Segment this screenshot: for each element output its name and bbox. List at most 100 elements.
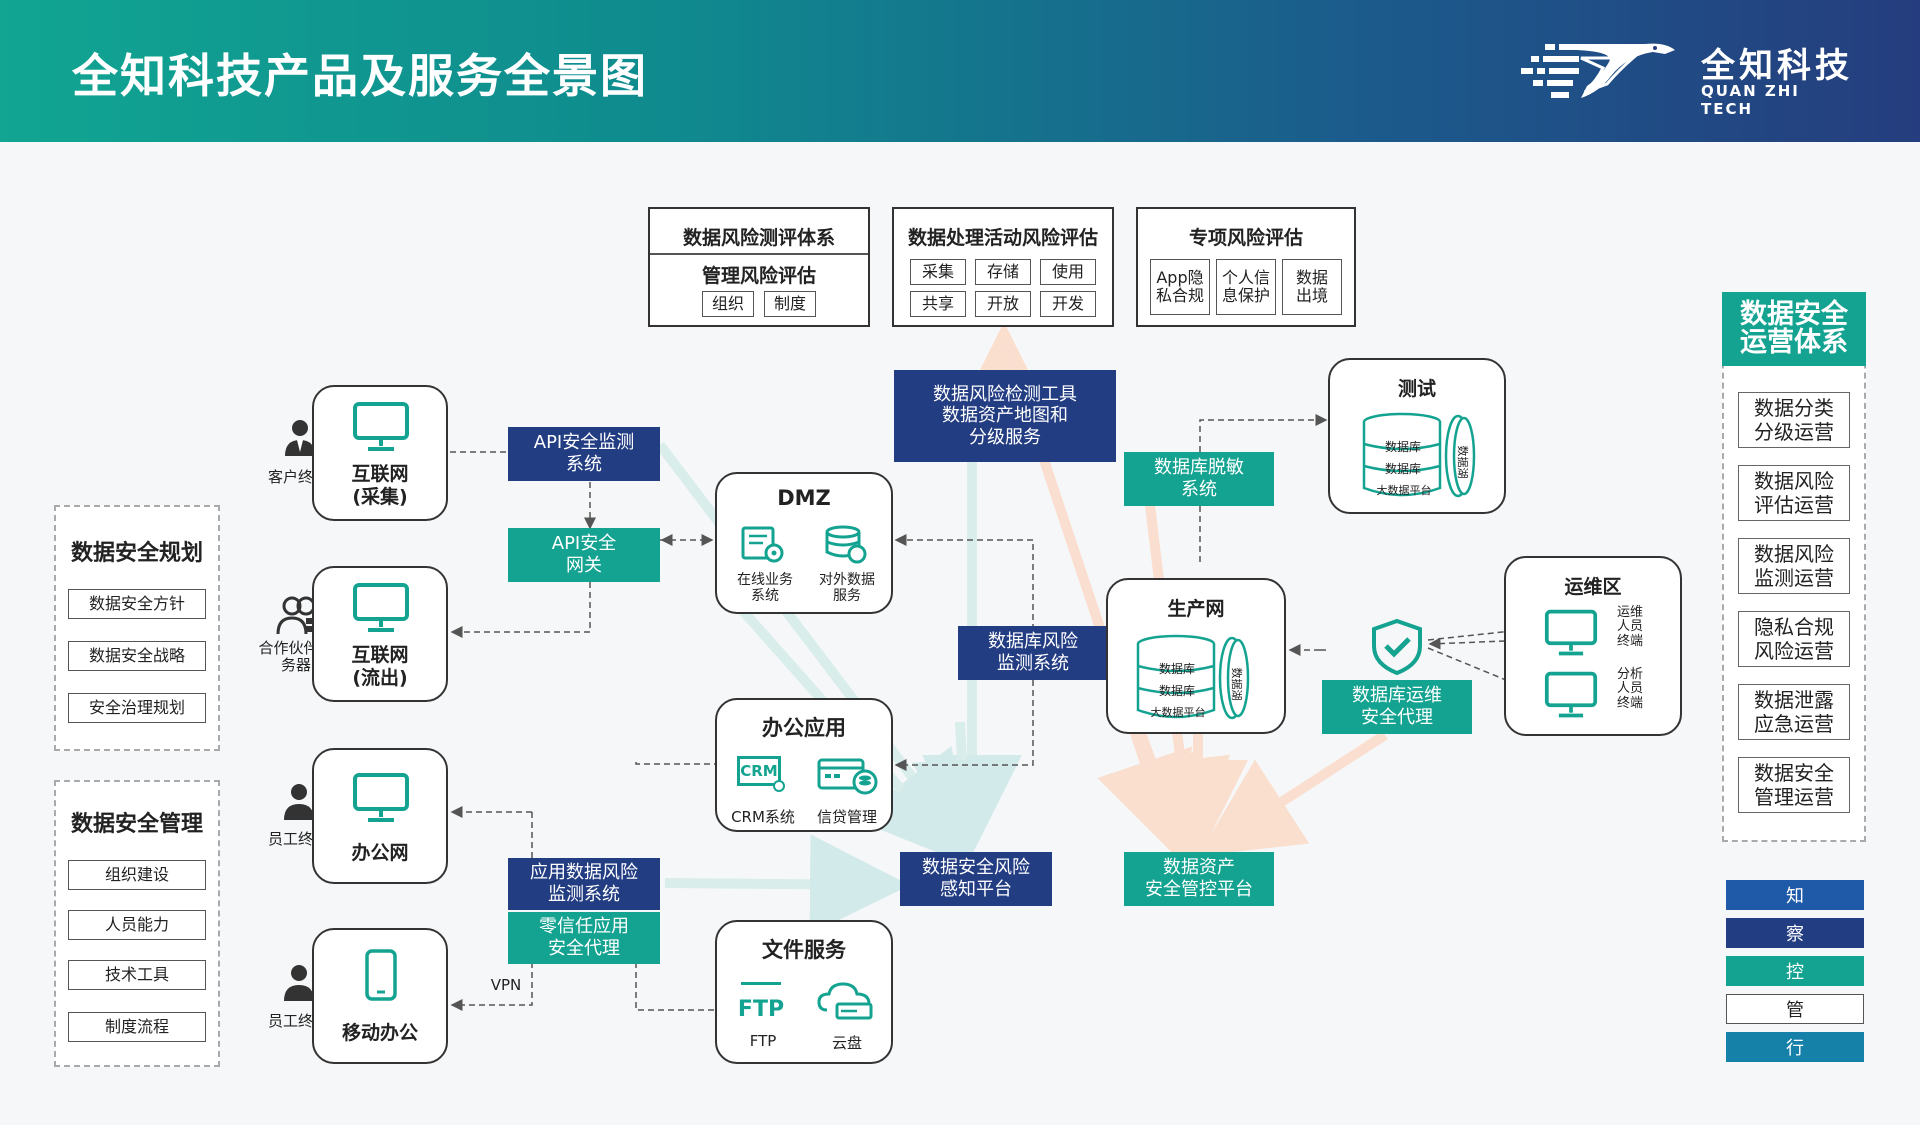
database-stack-icon	[1360, 412, 1480, 502]
cloud-disk-label: 云盘	[831, 1034, 862, 1052]
credit-mgmt-label: 信贷管理	[816, 808, 877, 826]
eval-item-use: 使用	[1040, 259, 1096, 285]
db-ops-proxy-product: 数据库运维 安全代理	[1322, 680, 1472, 734]
ops-item-classification: 数据分类 分级运营	[1738, 392, 1850, 448]
file-service-zone: 文件服务 FTP FTP 云盘	[715, 920, 893, 1064]
online-service-label: 在线业务 系统	[737, 572, 793, 605]
legend-xing: 行	[1726, 1032, 1864, 1062]
ops-zone: 运维区 运维 人员 终端 分析 人员 终端	[1504, 556, 1682, 736]
cloud-drive-icon	[817, 982, 873, 1020]
risk-eval-system-title: 数据风险测评体系	[682, 227, 835, 249]
monitor-icon	[353, 402, 409, 451]
planning-title: 数据安全规划	[70, 541, 203, 566]
ops-item-risk-eval: 数据风险 评估运营	[1738, 465, 1850, 521]
divider	[650, 253, 868, 255]
db-label-2: 数据库	[1384, 462, 1421, 476]
monitor-icon	[1544, 671, 1598, 718]
zero-trust-proxy-product: 零信任应用 安全代理	[508, 912, 660, 964]
eval-item-cross-border: 数据 出境	[1282, 259, 1342, 315]
internet-collect-label: 互联网 (采集)	[351, 463, 409, 508]
dmz-zone: DMZ 在线业务 系统 对外数据 服务	[715, 472, 893, 614]
mgmt-item-people: 人员能力	[68, 910, 206, 940]
ftp-icon: FTP	[738, 982, 785, 1022]
eval-item-personal-info: 个人信 息保护	[1216, 259, 1276, 315]
operations-title: 数据安全 运营体系	[1722, 292, 1866, 366]
processing-eval-box: 数据处理活动风险评估 采集 存储 使用 共享 开放 开发	[892, 207, 1114, 327]
ops-item-leak-response: 数据泄露 应急运营	[1738, 684, 1850, 740]
eval-item-store: 存储	[975, 259, 1031, 285]
internet-out-node: 互联网 (流出)	[312, 566, 448, 702]
db-risk-monitor-product: 数据库风险 监测系统	[958, 626, 1108, 680]
eagle-logo-icon	[1521, 43, 1675, 98]
bigdata-label: 大数据平台	[1376, 484, 1432, 497]
page-title: 全知科技产品及服务全景图	[72, 49, 648, 103]
online-service-icon	[741, 526, 784, 563]
legend-zhi: 知	[1726, 880, 1864, 910]
employee-person-icon-2	[282, 963, 316, 1001]
internet-out-label: 互联网 (流出)	[351, 644, 409, 689]
monitor-icon	[353, 583, 409, 632]
employee-person-icon	[282, 782, 316, 820]
eval-item-develop: 开发	[1040, 291, 1096, 317]
database-stack-icon	[1134, 634, 1250, 720]
legend-guan: 管	[1726, 994, 1864, 1024]
management-title: 数据安全管理	[70, 812, 203, 837]
crm-label: CRM系统	[731, 808, 795, 826]
risk-detect-tool-product: 数据风险检测工具 数据资产地图和 分级服务	[894, 370, 1116, 462]
customer-person-icon	[283, 418, 317, 456]
ops-title: 运维区	[1564, 576, 1622, 598]
office-app-title: 办公应用	[762, 716, 846, 740]
eval-item-collect: 采集	[910, 259, 966, 285]
eval-item-open: 开放	[975, 291, 1031, 317]
legend-kong: 控	[1726, 956, 1864, 986]
analyst-terminal-label: 分析 人员 终端	[1616, 667, 1643, 711]
eval-item-share: 共享	[910, 291, 966, 317]
mgmt-item-process: 制度流程	[68, 1012, 206, 1042]
data-service-icon	[825, 525, 867, 564]
eval-item-policy: 制度	[764, 291, 816, 317]
special-eval-title: 专项风险评估	[1188, 227, 1303, 249]
production-title: 生产网	[1167, 598, 1225, 620]
eval-item-org: 组织	[702, 291, 754, 317]
external-data-service-label: 对外数据 服务	[819, 572, 875, 605]
ftp-label: FTP	[749, 1032, 777, 1050]
dmz-title: DMZ	[777, 486, 831, 510]
shield-check-icon	[1370, 618, 1424, 676]
mgmt-item-org: 组织建设	[68, 860, 206, 890]
api-monitor-product: API安全监测 系统	[508, 427, 660, 481]
data-lake-label: 数据湖	[1456, 445, 1469, 479]
office-net-node: 办公网	[312, 748, 448, 884]
office-app-zone: 办公应用 CRM CRM系统 信贷管理	[715, 698, 893, 832]
db-label-1: 数据库	[1384, 440, 1421, 454]
db-masking-product: 数据库脱敏 系统	[1124, 452, 1274, 506]
planning-item-strategy: 数据安全战略	[68, 641, 206, 671]
planning-item-policy: 数据安全方针	[68, 589, 206, 619]
bigdata-label: 大数据平台	[1150, 706, 1206, 719]
mgmt-item-tools: 技术工具	[68, 960, 206, 990]
mobile-office-label: 移动办公	[341, 1022, 418, 1044]
logo-name-cn: 全知科技	[1701, 46, 1853, 86]
internet-collect-node: 互联网 (采集)	[312, 385, 448, 521]
ops-item-privacy: 隐私合规 风险运营	[1738, 611, 1850, 667]
risk-perception-platform: 数据安全风险 感知平台	[900, 852, 1052, 906]
file-service-title: 文件服务	[762, 938, 846, 962]
db-label-2: 数据库	[1158, 684, 1195, 698]
data-lake-label: 数据湖	[1230, 667, 1243, 701]
legend-cha: 察	[1726, 918, 1864, 948]
app-risk-monitor-product: 应用数据风险 监测系统	[508, 858, 660, 910]
smartphone-icon	[365, 949, 397, 1001]
mobile-office-node: 移动办公	[312, 928, 448, 1064]
ops-staff-terminal-label: 运维 人员 终端	[1616, 605, 1643, 649]
logo-name-en: QUAN ZHI TECH	[1701, 82, 1800, 118]
test-title: 测试	[1397, 378, 1436, 400]
office-net-label: 办公网	[351, 842, 409, 864]
page-header: 全知科技产品及服务全景图 全知科技 QUAN ZHI TECH	[0, 0, 1920, 142]
ops-item-mgmt: 数据安全 管理运营	[1738, 757, 1850, 813]
vpn-label: VPN	[490, 976, 522, 994]
processing-eval-title: 数据处理活动风险评估	[907, 227, 1098, 249]
company-logo: 全知科技 QUAN ZHI TECH	[1515, 36, 1855, 118]
production-zone: 生产网 数据库 数据库 大数据平台 数据湖	[1106, 578, 1286, 734]
crm-icon: CRM	[737, 756, 787, 796]
eval-item-app-privacy: App隐 私合规	[1150, 259, 1210, 315]
ops-item-risk-monitor: 数据风险 监测运营	[1738, 538, 1850, 594]
